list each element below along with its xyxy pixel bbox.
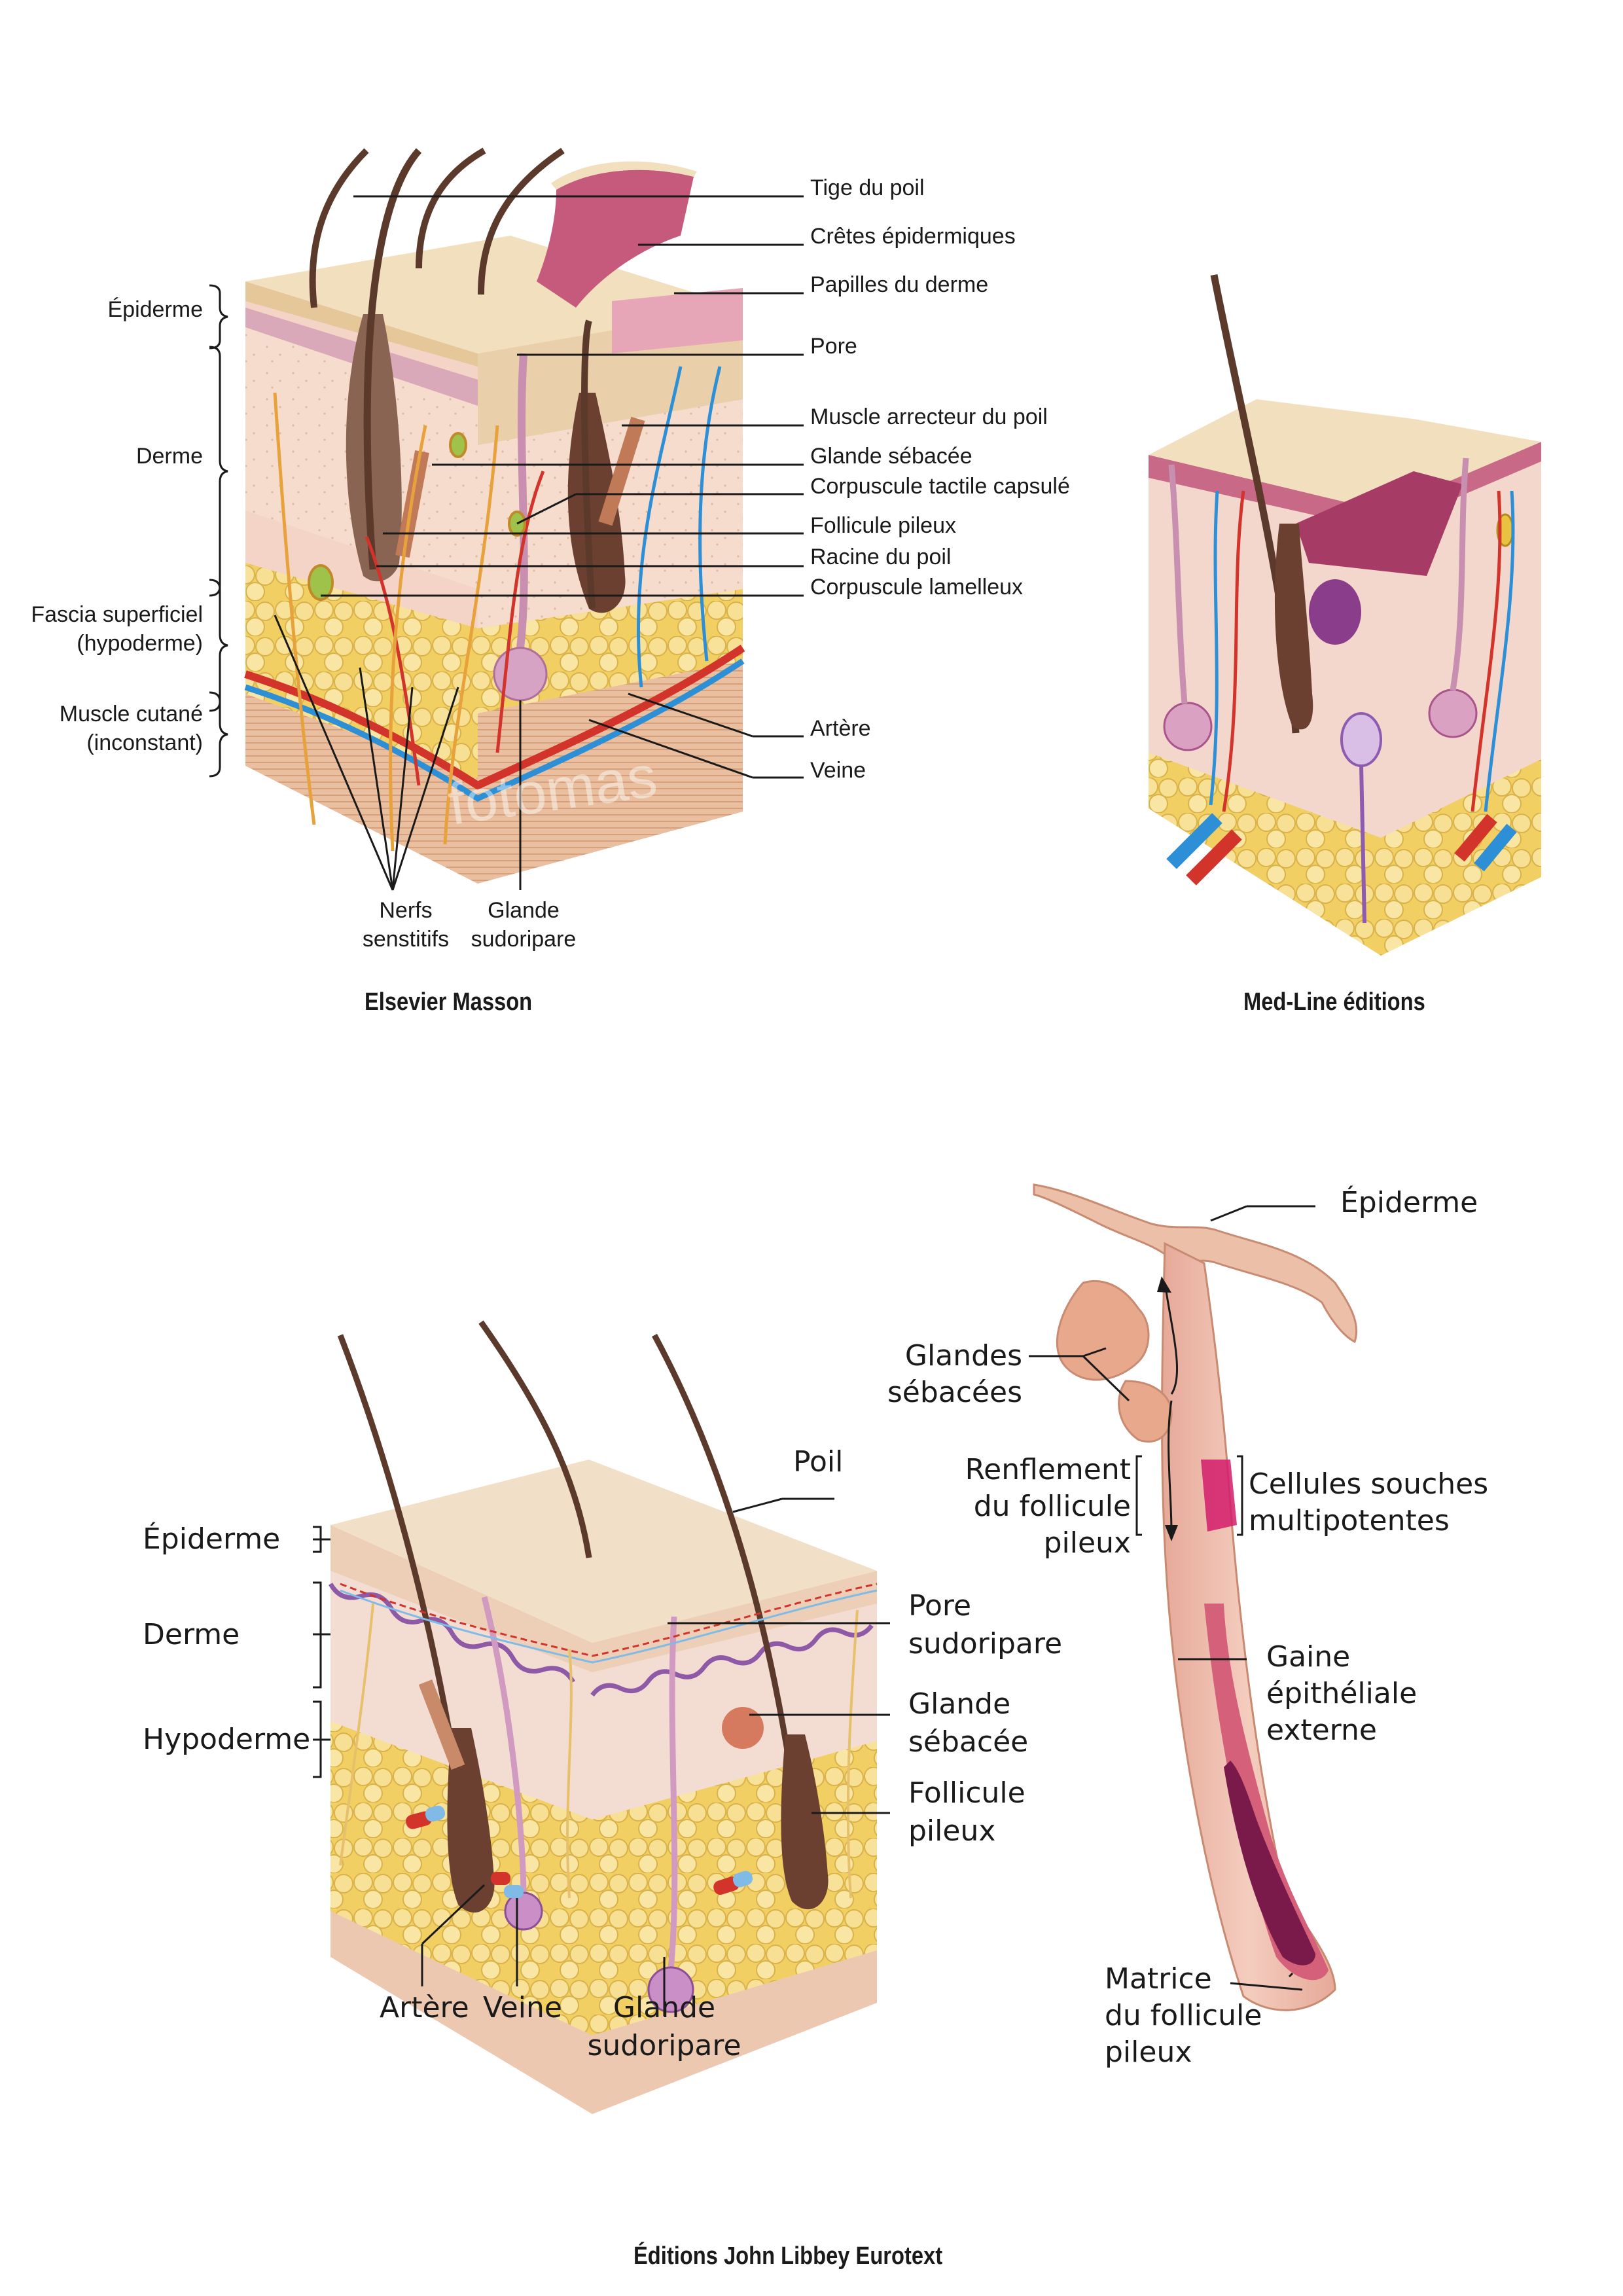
label-follicule-2: pileux: [908, 1814, 996, 1848]
label-matrice-1: Matrice: [1105, 1962, 1212, 1996]
credit-med-line: Med-Line éditions: [1243, 988, 1425, 1016]
label-renflement-3: pileux: [1043, 1526, 1131, 1560]
label-epiderme: Épiderme: [107, 297, 203, 322]
credit-john-libbey: Éditions John Libbey Eurotext: [633, 2242, 943, 2270]
label-pore-sudoripare-1: Pore: [908, 1589, 972, 1623]
elsevier-skin-block: [244, 147, 745, 884]
label-nerfs-sensitifs: senstitifs: [362, 927, 450, 952]
label-glande-sudoripare: sudoripare: [471, 927, 577, 952]
label-muscle-arrecteur: Muscle arrecteur du poil: [810, 404, 1048, 429]
label-muscle-inconstant: (inconstant): [86, 730, 203, 755]
label-glande-sebacee-2: sébacée: [908, 1725, 1029, 1759]
label-pore-sudoripare-2: sudoripare: [908, 1627, 1063, 1660]
label-glande-sebacee-1: Glande: [908, 1687, 1011, 1721]
libbey-follicle-leader-lines: [1029, 1205, 1315, 1991]
label-cube-hypoderme: Hypoderme: [143, 1723, 311, 1756]
label-cube-derme: Derme: [143, 1618, 240, 1651]
label-cellules-souches-1: Cellules souches: [1249, 1467, 1489, 1501]
label-fascia-hypoderme: (hypoderme): [77, 631, 203, 656]
label-corpuscule-tactile: Corpuscule tactile capsulé: [810, 474, 1070, 499]
label-papilles-du-derme: Papilles du derme: [810, 272, 989, 297]
label-follicle-epiderme: Épiderme: [1340, 1186, 1478, 1219]
label-gaine-1: Gaine: [1266, 1640, 1351, 1674]
label-glandes-1: Glandes: [904, 1339, 1022, 1372]
label-pore: Pore: [810, 334, 857, 359]
libbey-cube-leader-lines: [313, 1498, 890, 2016]
label-glande-sebacee: Glande sébacée: [810, 444, 972, 469]
medline-skin-block: [1149, 274, 1541, 956]
label-glandes-2: sébacées: [887, 1376, 1022, 1409]
label-artere: Artère: [810, 716, 871, 741]
elsevier-leader-lines: [209, 195, 804, 891]
label-derme: Derme: [135, 444, 203, 469]
label-cube-veine: Veine: [483, 1991, 562, 2024]
label-muscle-cutane: Muscle cutané: [59, 702, 203, 726]
label-cube-artere: Artère: [380, 1991, 469, 2024]
label-racine-du-poil: Racine du poil: [810, 545, 952, 569]
label-fascia-superficiel: Fascia superficiel: [31, 602, 203, 627]
label-cretes-epidermiques: Crêtes épidermiques: [810, 224, 1016, 249]
label-nerfs: Nerfs: [379, 898, 433, 923]
label-tige-du-poil: Tige du poil: [810, 175, 925, 200]
libbey-hair-follicle: [1033, 1183, 1358, 2011]
label-cube-glande: Glande: [613, 1991, 716, 2024]
label-renflement-2: du follicule: [973, 1490, 1131, 1523]
label-matrice-3: pileux: [1105, 2036, 1192, 2069]
label-gaine-3: externe: [1266, 1713, 1377, 1747]
label-poil: Poil: [793, 1445, 844, 1479]
label-glande: Glande: [488, 898, 560, 923]
label-cube-sudoripare: sudoripare: [587, 2029, 741, 2062]
label-matrice-2: du follicule: [1105, 1999, 1262, 2032]
label-renflement-1: Renflement: [965, 1453, 1131, 1486]
label-gaine-2: épithéliale: [1266, 1677, 1418, 1710]
label-follicule-pileux: Follicule pileux: [810, 513, 956, 538]
label-corpuscule-lamelleux: Corpuscule lamelleux: [810, 575, 1024, 600]
credit-elsevier-masson: Elsevier Masson: [365, 988, 533, 1016]
label-cellules-souches-2: multipotentes: [1249, 1504, 1450, 1537]
label-cube-epiderme: Épiderme: [143, 1522, 281, 1556]
label-veine: Veine: [810, 758, 866, 783]
label-follicule-1: Follicule: [908, 1776, 1026, 1810]
